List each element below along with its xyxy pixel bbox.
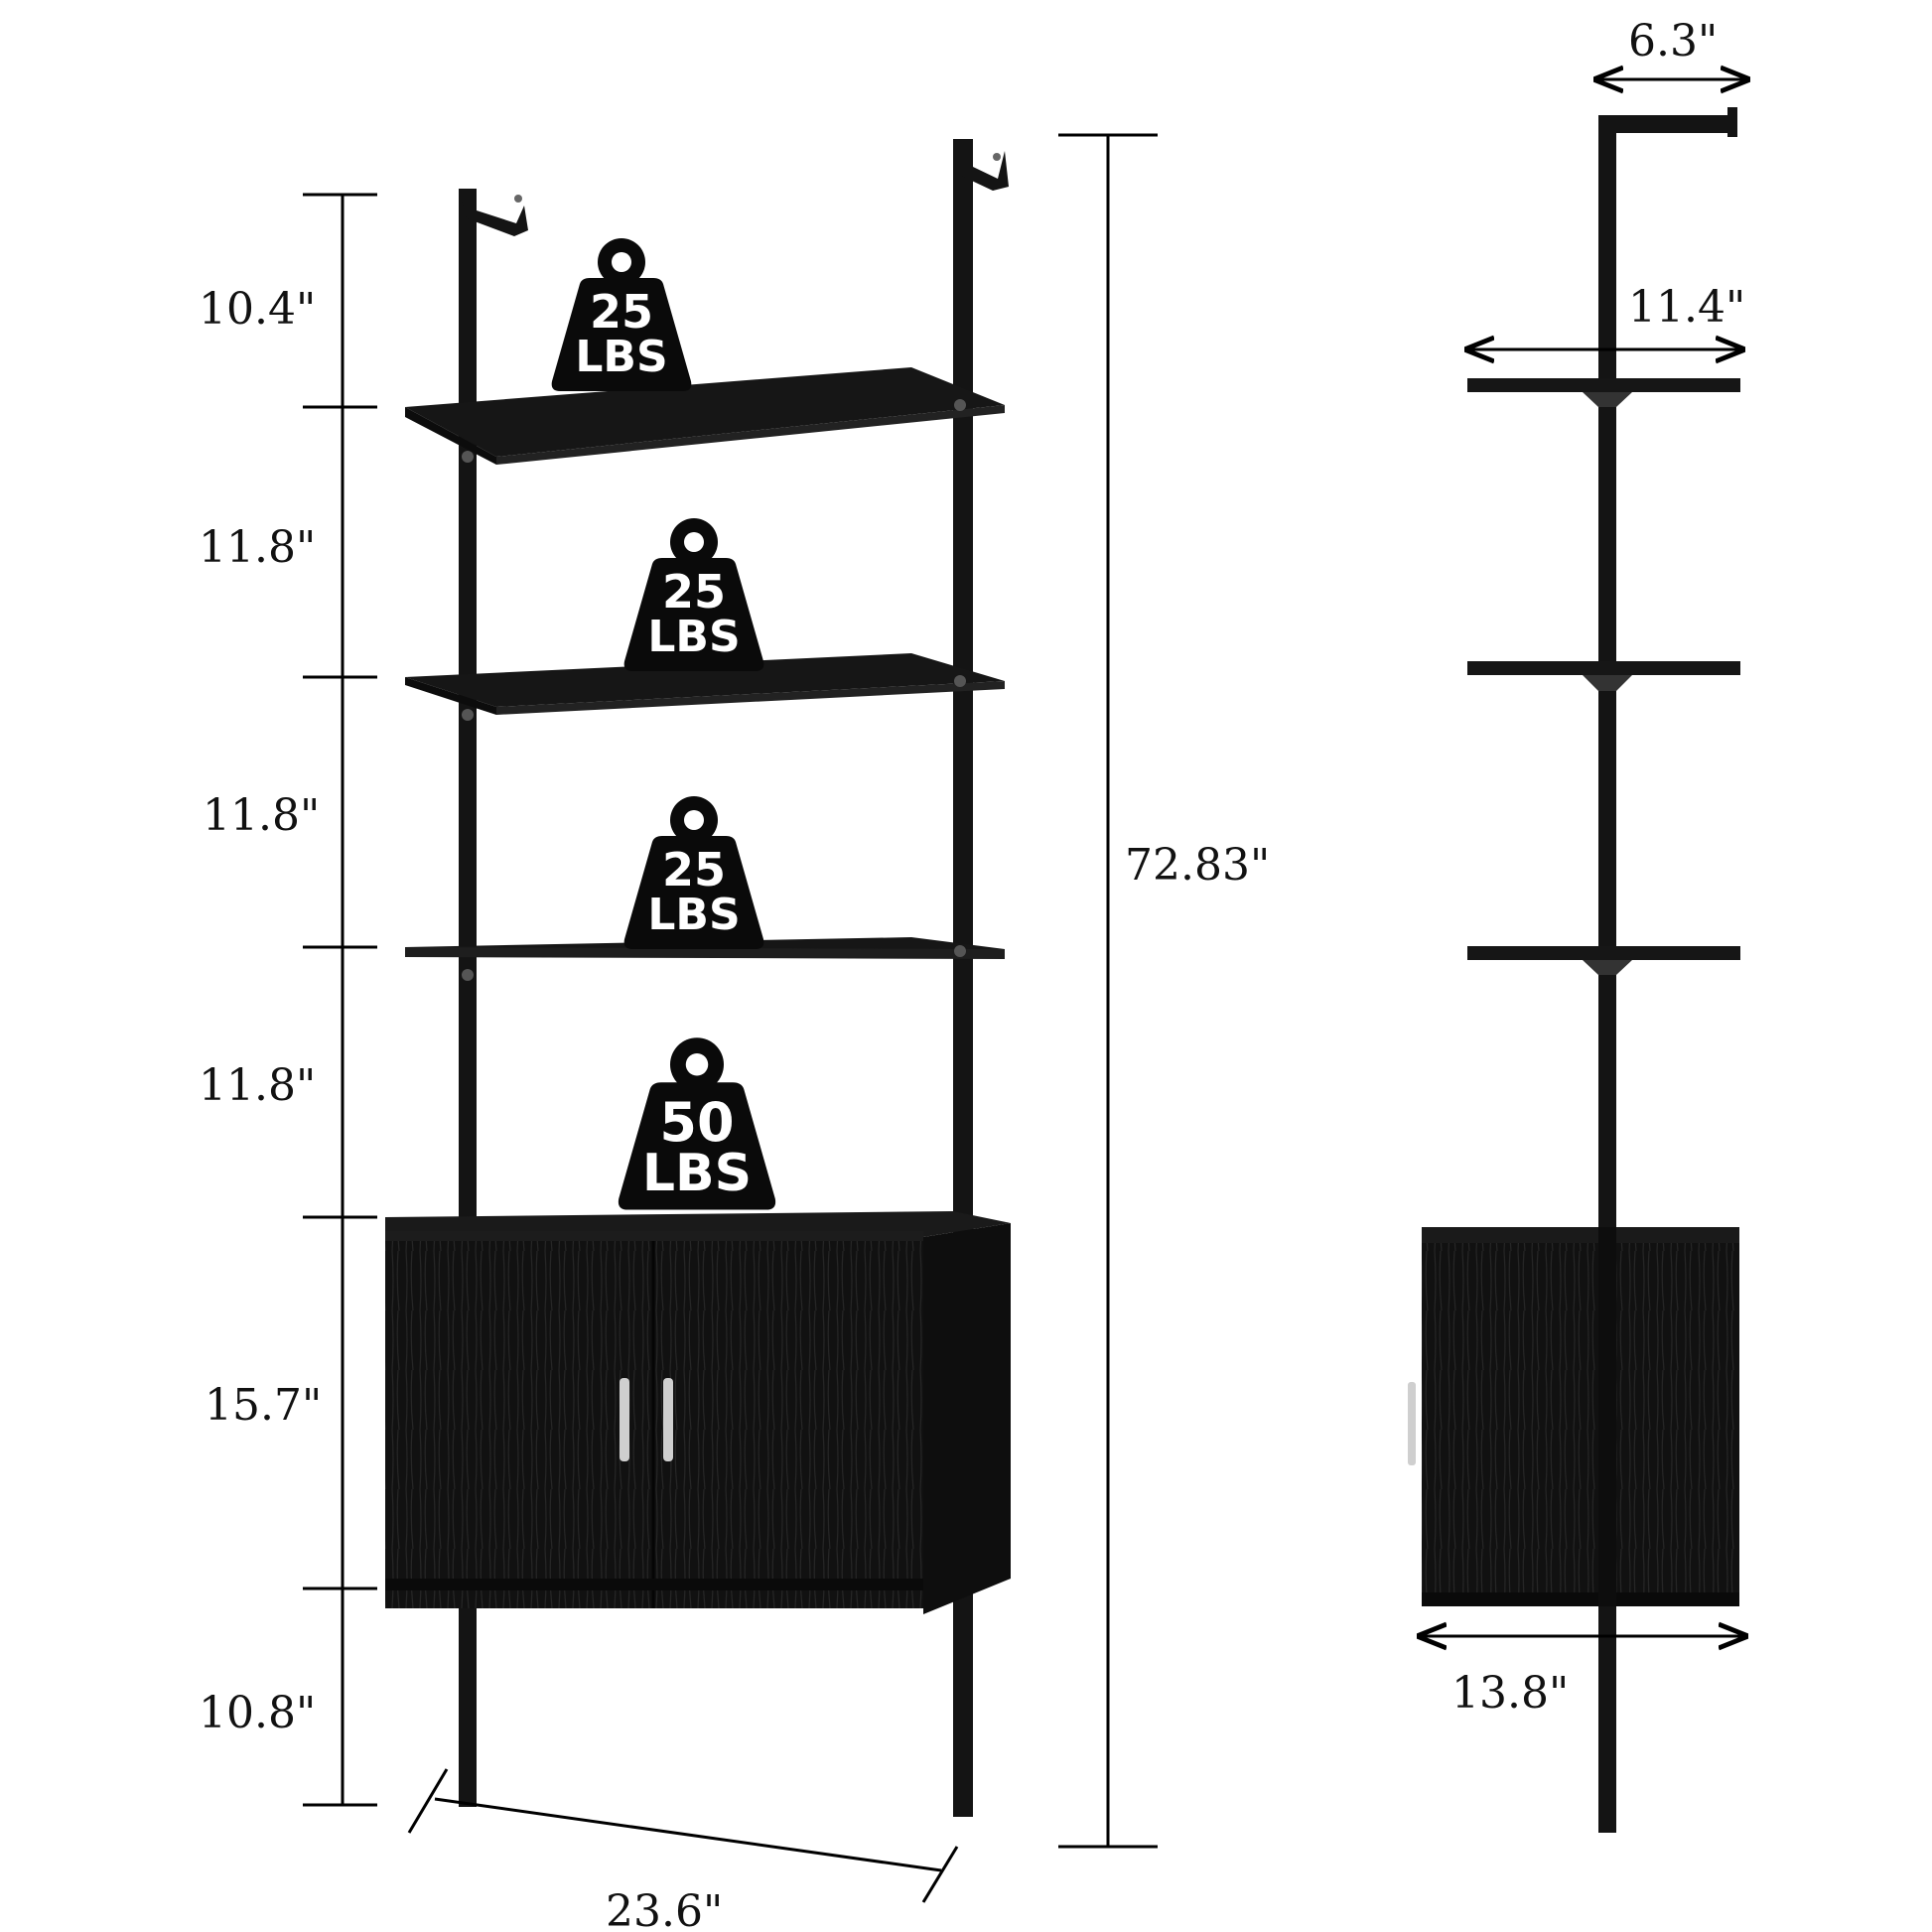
front-height-dimension-scale [303,193,377,1807]
front-cabinet [385,1211,1011,1614]
weight-amount: 25 [662,565,726,619]
cabinet-depth-label: 13.8" [1451,1668,1569,1719]
height-segment-2: 11.8" [199,522,316,573]
front-left-handle [620,1378,629,1461]
side-top-bracket [1598,115,1737,133]
front-width-label: 23.6" [606,1886,723,1932]
weight-badge-shelf-3: 25 LBS [623,796,764,949]
total-height-dimension [1058,133,1158,1849]
height-segment-4: 11.8" [199,1060,316,1111]
height-segment-5: 15.7" [205,1380,322,1431]
weight-unit: LBS [642,1144,752,1203]
front-right-handle [663,1378,673,1461]
total-height-label: 72.83" [1125,840,1270,891]
front-shelf-1 [405,367,1005,465]
weight-badge-shelf-2: 25 LBS [623,518,764,671]
side-view-bookshelf [1408,107,1740,1833]
weight-unit: LBS [647,612,740,662]
weight-amount: 50 [659,1091,734,1154]
side-dimension-arrows [1420,79,1747,1636]
front-left-hook [459,189,528,236]
side-handle [1408,1382,1416,1465]
weight-badge-cabinet: 50 LBS [618,1037,776,1210]
shelf-depth-label: 11.4" [1628,282,1745,333]
weight-amount: 25 [662,843,726,897]
front-shelf-2 [405,653,1005,721]
weight-unit: LBS [575,332,667,382]
weight-amount: 25 [590,285,653,339]
front-width-dimension [407,1768,959,1903]
weight-unit: LBS [647,890,740,940]
side-shelf-2 [1467,661,1740,675]
height-segment-1: 10.4" [199,284,316,335]
height-segment-3: 11.8" [203,790,320,841]
side-cabinet [1408,1227,1739,1606]
weight-badge-shelf-1: 25 LBS [551,238,692,391]
front-right-hook [953,139,1009,191]
side-shelf-1 [1467,378,1740,392]
front-view-bookshelf [385,139,1011,1817]
front-height-labels: 10.4" 11.8" 11.8" 11.8" 15.7" 10.8" [199,284,322,1738]
height-segment-6: 10.8" [199,1688,316,1738]
top-depth-label: 6.3" [1628,16,1718,67]
side-shelf-3 [1467,946,1740,960]
